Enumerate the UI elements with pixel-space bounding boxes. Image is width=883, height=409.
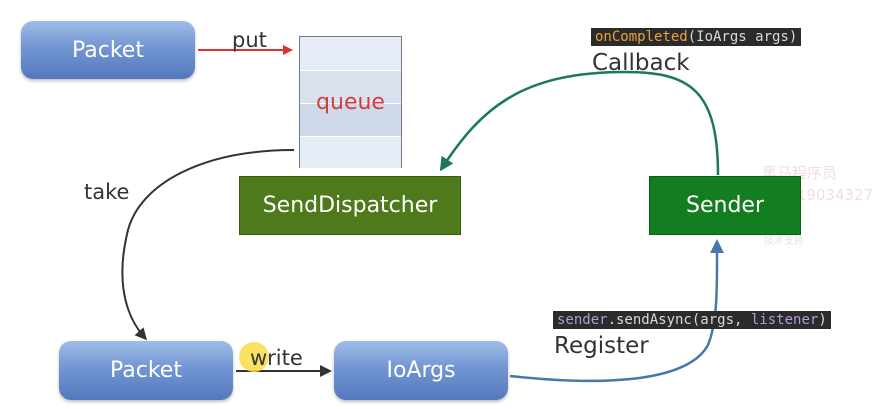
queue-divider [300, 103, 401, 104]
send-async-receiver: sender [557, 312, 608, 328]
take-arrow [121, 149, 295, 341]
put-label: put [232, 28, 267, 52]
on-completed-code: onCompleted(IoArgs args) [591, 28, 802, 46]
queue-slot [300, 136, 401, 168]
on-completed-args: (IoArgs args) [687, 29, 798, 45]
watermark-line-3: 技术支持 [764, 236, 804, 247]
callback-arrow [439, 70, 720, 176]
queue-slot [300, 103, 401, 136]
send-async-close: ) [818, 312, 827, 328]
send-dispatcher-node[interactable]: SendDispatcher [239, 176, 461, 235]
queue-node[interactable]: queue [299, 36, 402, 168]
register-arrow [509, 239, 725, 383]
queue-label: queue [316, 90, 385, 115]
take-label: take [84, 180, 130, 204]
queue-divider [300, 136, 401, 137]
packet-bottom-node[interactable]: Packet [59, 341, 233, 400]
write-label: write [250, 346, 303, 370]
queue-slot [300, 37, 401, 70]
ioargs-node[interactable]: IoArgs [334, 341, 508, 400]
send-async-code: sender.sendAsync(args, listener) [553, 311, 831, 329]
send-async-listener: listener [750, 312, 819, 328]
packet-top-node[interactable]: Packet [21, 21, 195, 79]
sender-node[interactable]: Sender [649, 176, 801, 235]
cursor-highlight [239, 342, 269, 372]
register-label: Register [554, 333, 649, 359]
callback-label: Callback [592, 50, 690, 76]
send-async-call: .sendAsync(args, [607, 312, 751, 328]
queue-slot [300, 70, 401, 103]
queue-divider [300, 70, 401, 71]
on-completed-method: onCompleted [595, 29, 688, 45]
